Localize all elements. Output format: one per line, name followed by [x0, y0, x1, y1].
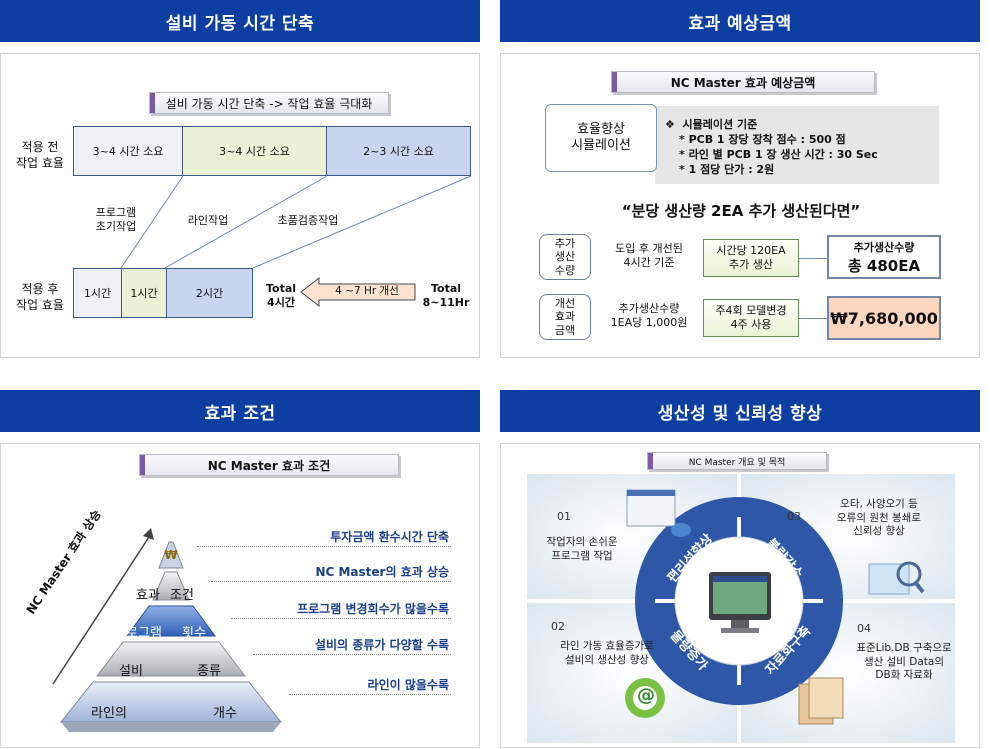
stage-program-init: 프로그램 초기작업 — [95, 206, 137, 234]
level-2-b: 횟수 — [182, 626, 206, 641]
condition-1: 투자금액 환수시간 단축 — [330, 530, 449, 544]
item-01-desc: 작업자의 손쉬운 프로그램 작업 — [546, 536, 618, 562]
total-before: Total 8~11Hr — [422, 282, 470, 310]
q3-subtag: NC Master 효과 조건 — [139, 454, 399, 476]
before-cell-3: 2~3 시간 소요 — [326, 126, 471, 176]
q4-background-diagram — [527, 474, 955, 743]
after-cell-3: 2시간 — [166, 268, 253, 318]
cond-line-5 — [289, 694, 451, 695]
at-icon: @ — [637, 685, 655, 706]
item-02-num: 02 — [551, 620, 565, 633]
cond-line-3 — [231, 618, 451, 619]
q2-subtag: NC Master 효과 예상금액 — [611, 71, 875, 93]
stage-line-work: 라인작업 — [187, 214, 229, 227]
item-03-desc: 오타, 사양오기 등 오류의 원천 봉쇄로 신뢰성 향상 — [837, 498, 921, 538]
level-4-a: 라인의 — [91, 706, 127, 721]
level-1-a: 효과 — [136, 588, 160, 603]
level-3-a: 설비 — [119, 664, 143, 679]
criteria-block: ❖ 시뮬레이션 기준 * PCB 1 장당 장착 점수 : 500 점 * 라인… — [665, 118, 878, 176]
criteria-bg — [655, 106, 939, 184]
cond-line-1 — [197, 546, 451, 547]
condition-4: 설비의 종류가 다양할 수록 — [315, 638, 449, 652]
item-04-desc: 표준Lib.DB 구축으로 생산 설비 Data의 DB화 자료화 — [856, 642, 952, 682]
cond-line-2 — [211, 581, 451, 582]
q2-panel: NC Master 효과 예상금액 ❖ 시뮬레이션 기준 * PCB 1 장당 … — [500, 53, 980, 358]
before-cell-1: 3~4 시간 소요 — [73, 126, 183, 176]
q3-title: 효과 조건 — [0, 390, 480, 432]
row1-line — [799, 258, 827, 259]
pyramid — [52, 528, 283, 732]
connector-lines — [120, 175, 472, 269]
row2-result: ₩7,680,000 — [827, 296, 941, 340]
item-01-num: 01 — [557, 510, 571, 523]
row2-desc: 추가생산수량 1EA당 1,000원 — [610, 302, 688, 330]
improve-arrow — [300, 276, 416, 308]
level-2-a: 프로그램 — [114, 626, 162, 641]
row1-desc: 도입 후 개선된 4시간 기준 — [615, 242, 683, 270]
cond-line-4 — [253, 654, 451, 655]
q4-title: 생산성 및 신뢰성 향상 — [500, 390, 980, 432]
after-cell-1: 1시간 — [73, 268, 122, 318]
level-4-b: 개수 — [213, 706, 237, 721]
improve-arrow-label: 4 ~7 Hr 개선 — [335, 285, 399, 297]
diamond-icon: ❖ — [665, 118, 675, 131]
condition-2: NC Master의 효과 상승 — [315, 565, 449, 579]
q3-panel: NC Master 효과 조건 NC Master 효과 상승 ₩ 효과 조건 … — [0, 443, 480, 748]
condition-5: 라인이 많을수록 — [367, 678, 449, 692]
total-after: Total 4시간 — [265, 282, 297, 310]
q1-title: 설비 가동 시간 단축 — [0, 0, 480, 42]
stage-first-check: 초품검증작업 — [277, 214, 339, 227]
level-3-b: 종류 — [197, 664, 221, 679]
after-label: 적용 후 작업 효율 — [16, 282, 64, 312]
condition-3: 프로그램 변경회수가 많을수록 — [297, 602, 449, 616]
level-1-b: 조건 — [170, 588, 194, 603]
item-02-desc: 라인 가동 효율증가로 설비의 생산성 향상 — [560, 640, 654, 666]
won-icon: ₩ — [164, 548, 178, 562]
item-04-num: 04 — [857, 622, 871, 635]
item-03-num: 03 — [787, 510, 801, 523]
q4-subtag: NC Master 개요 및 목적 — [647, 452, 827, 470]
q4-panel: NC Master 개요 및 목적 @ 편리성향상 불량감소 — [500, 443, 980, 748]
after-cell-2: 1시간 — [121, 268, 167, 318]
row2-line — [799, 318, 827, 319]
q1-subtag: 설비 가동 시간 단축 -> 작업 효율 극대화 — [149, 92, 389, 114]
q2-title: 효과 예상금액 — [500, 0, 980, 42]
q1-panel: 설비 가동 시간 단축 -> 작업 효율 극대화 적용 전 작업 효율 3~4 … — [0, 53, 480, 358]
before-cell-2: 3~4 시간 소요 — [182, 126, 327, 176]
before-label: 적용 전 작업 효율 — [16, 140, 64, 170]
quote: “분당 생산량 2EA 추가 생산된다면” — [621, 202, 861, 220]
